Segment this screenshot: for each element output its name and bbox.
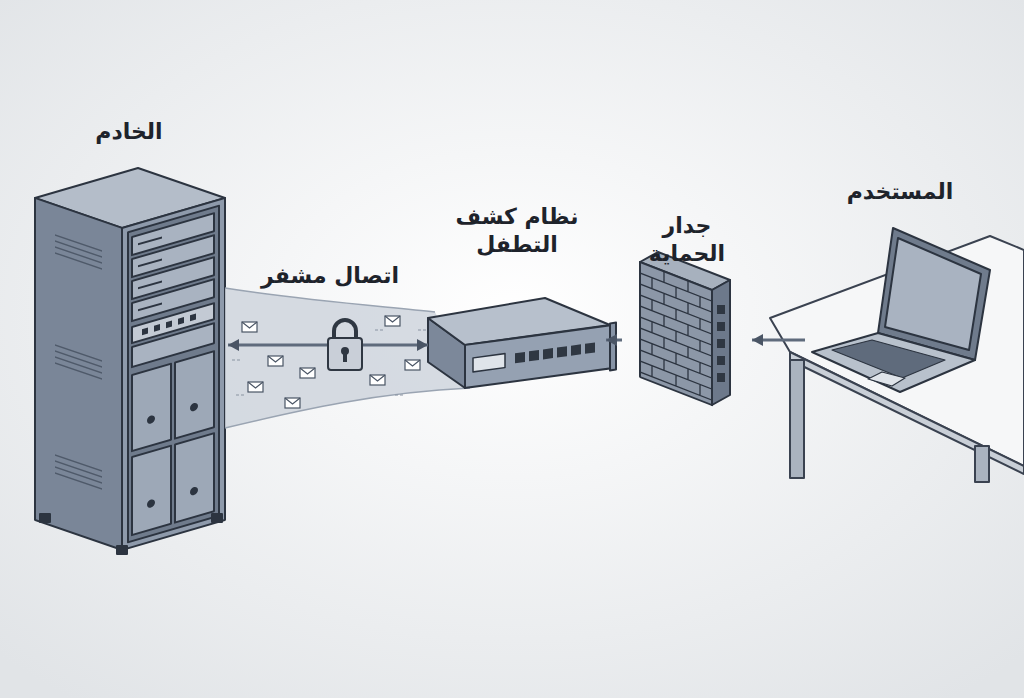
data-packets bbox=[268, 356, 283, 366]
ids-appliance bbox=[473, 354, 505, 372]
data-packets bbox=[242, 322, 257, 328]
firewall-wall bbox=[717, 356, 725, 365]
arrow-head bbox=[417, 339, 428, 351]
arrow-head bbox=[606, 334, 617, 346]
arrow-head bbox=[228, 339, 239, 351]
firewall-wall bbox=[717, 373, 725, 382]
ids-appliance bbox=[515, 352, 525, 363]
server-rack bbox=[212, 514, 222, 522]
ids-appliance bbox=[557, 346, 567, 357]
data-packets bbox=[232, 316, 426, 408]
data-packets bbox=[285, 398, 300, 404]
padlock-icon bbox=[328, 338, 362, 370]
data-packets bbox=[405, 360, 420, 366]
ids-appliance bbox=[543, 348, 553, 359]
data-packets bbox=[300, 368, 315, 378]
server-rack bbox=[35, 168, 225, 554]
encrypted-tunnel bbox=[225, 288, 470, 428]
ids-node: نظام كشف التطفل bbox=[428, 200, 606, 395]
server-node: الخادم bbox=[30, 115, 228, 555]
laptop bbox=[812, 228, 990, 392]
server-rack bbox=[138, 237, 162, 310]
desk bbox=[975, 446, 989, 482]
firewall-wall bbox=[717, 322, 725, 331]
desk bbox=[790, 360, 804, 478]
laptop bbox=[868, 372, 905, 386]
ids-appliance bbox=[465, 325, 610, 388]
connection-label: اتصال مشفر bbox=[261, 263, 399, 288]
data-packets bbox=[242, 322, 257, 332]
server-rack bbox=[40, 514, 50, 522]
ids-appliance bbox=[529, 350, 539, 361]
ids-appliance bbox=[428, 298, 616, 390]
server-rack bbox=[132, 446, 171, 535]
node-heading: جدار الحماية bbox=[622, 212, 752, 267]
server-rack bbox=[148, 500, 154, 508]
server-rack bbox=[175, 433, 214, 522]
ids-appliance bbox=[610, 323, 616, 371]
connector bbox=[752, 334, 805, 346]
data-packets bbox=[370, 375, 385, 385]
data-packets bbox=[268, 356, 283, 362]
ids-appliance bbox=[585, 342, 595, 353]
node-heading: نظام كشف التطفل bbox=[447, 203, 587, 258]
data-packets bbox=[300, 368, 315, 374]
laptop bbox=[832, 340, 945, 378]
node-heading: الخادم bbox=[34, 118, 224, 146]
ids-appliance bbox=[465, 323, 616, 390]
server-rack bbox=[55, 235, 102, 489]
firewall-wall bbox=[640, 262, 712, 405]
server-rack bbox=[122, 198, 225, 550]
user-node: المستخدم bbox=[805, 172, 995, 397]
ids-appliance bbox=[571, 344, 581, 355]
firewall-wall bbox=[717, 305, 725, 382]
connector bbox=[606, 334, 622, 346]
firewall-node: جدار الحماية bbox=[622, 212, 752, 410]
firewall-wall bbox=[717, 305, 725, 314]
laptop bbox=[885, 238, 981, 350]
data-packets bbox=[370, 375, 385, 381]
server-rack bbox=[128, 206, 219, 542]
server-rack bbox=[148, 416, 154, 424]
server-rack bbox=[35, 198, 122, 550]
server-rack bbox=[175, 351, 214, 438]
arrow-head bbox=[752, 334, 763, 346]
padlock-icon bbox=[328, 320, 362, 370]
data-packets bbox=[385, 316, 400, 326]
encrypted-tunnel bbox=[225, 288, 470, 428]
data-packets bbox=[385, 316, 400, 322]
laptop bbox=[812, 333, 975, 392]
data-packets bbox=[248, 382, 263, 392]
data-packets bbox=[405, 360, 420, 370]
server-rack bbox=[191, 487, 197, 495]
data-packets bbox=[285, 398, 300, 408]
server-rack bbox=[117, 546, 127, 554]
server-rack bbox=[132, 364, 171, 451]
firewall-wall bbox=[640, 252, 730, 405]
firewall-wall bbox=[640, 262, 712, 400]
data-packets bbox=[232, 330, 426, 395]
firewall-wall bbox=[712, 280, 730, 405]
server-rack bbox=[191, 403, 197, 411]
server-rack bbox=[35, 198, 122, 550]
encrypted-tunnel bbox=[225, 288, 470, 428]
firewall-wall bbox=[640, 262, 712, 405]
node-heading: المستخدم bbox=[805, 178, 995, 206]
server-rack bbox=[122, 198, 225, 550]
padlock-icon bbox=[343, 352, 347, 362]
firewall-wall bbox=[717, 339, 725, 348]
data-packets bbox=[248, 382, 263, 388]
